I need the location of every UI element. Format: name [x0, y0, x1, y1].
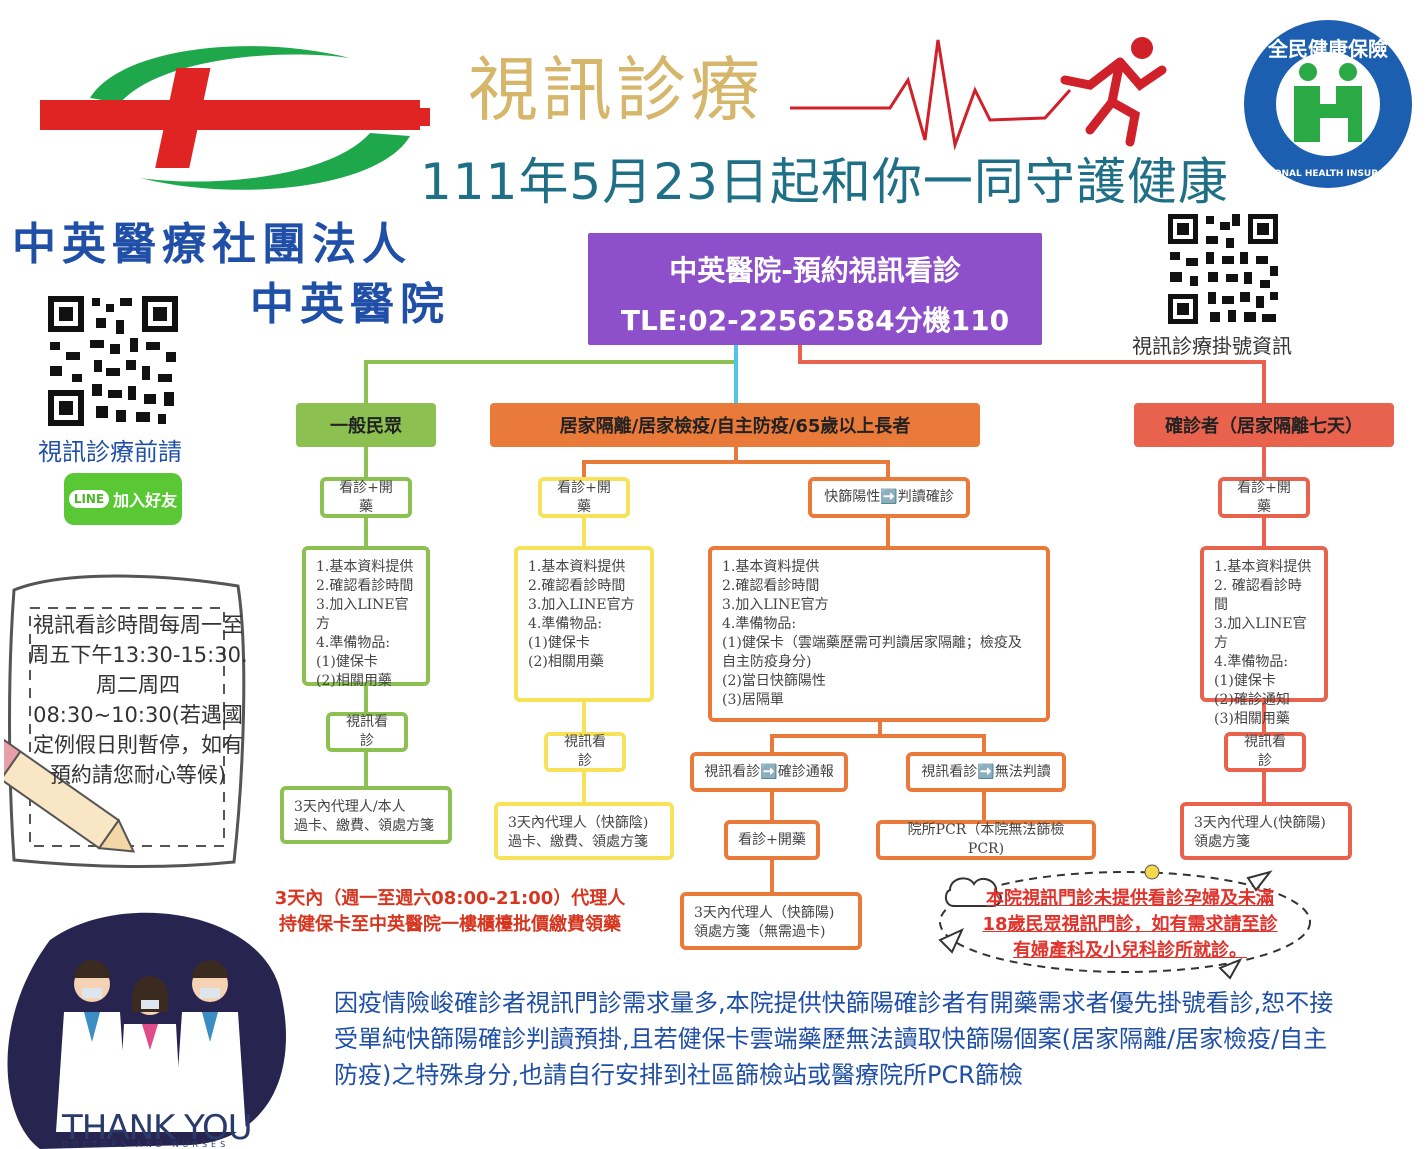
category-quarantine: 居家隔離/居家檢疫/自主防疫/65歲以上長者 — [490, 403, 980, 447]
proxy-note: 3天內（週一至週六08:00-21:00）代理人 持健保卡至中英醫院一樓櫃檯批價… — [250, 886, 650, 938]
proxy-note-l1: 3天內（週一至週六08:00-21:00）代理人 — [274, 888, 626, 909]
rapid-branch-a: 視訊看診➡️確診通報 — [690, 752, 848, 792]
booking-phone[interactable]: TLE:02-22562584分機110 — [620, 304, 1010, 337]
pregnancy-note-l2: 18歲民眾視訊門診，如有需求請至診 — [982, 914, 1278, 935]
hours-note-paper — [4, 574, 246, 868]
doctors-illustration — [7, 912, 286, 1149]
rapid-branch-a3: 3天內代理人（快篩陽) 領處方箋（無需過卡) — [680, 892, 862, 950]
pregnancy-note-l3: 有婦產科及小兒科診所就診。 — [1013, 940, 1247, 961]
thank-you-subtext: DOCTORS AND NURSES — [62, 1140, 230, 1149]
rapid-branch-a3-l2: 領處方箋（無需過卡) — [694, 924, 826, 940]
rapid-branch-a3-l1: 3天內代理人（快篩陽) — [694, 905, 835, 921]
general-item: 2.確認看診時間 — [316, 578, 414, 594]
heartbeat-runner-icon — [790, 37, 1167, 151]
quarantine-items: 1.基本資料提供 2.確認看診時間 3.加入LINE官方 4.準備物品: (1)… — [514, 546, 654, 702]
general-item: 3.加入LINE官方 — [316, 597, 409, 632]
general-step3-l1: 3天內代理人/本人 — [294, 799, 406, 815]
pregnancy-note-l1: 本院視訊門診未提供看診孕婦及未滿 — [986, 888, 1274, 909]
rapid-item: 2.確認看診時間 — [722, 578, 820, 594]
general-step1: 看診+開藥 — [320, 477, 412, 518]
paper-plane-icon — [1246, 870, 1273, 892]
confirmed-item: 1.基本資料提供 — [1214, 559, 1312, 575]
rapid-item: (3)居隔單 — [722, 692, 784, 708]
quarantine-item: (1)健保卡 — [528, 635, 590, 651]
qr-code-left[interactable] — [46, 294, 180, 428]
general-item: (2)相關用藥 — [316, 673, 392, 689]
qr-label-right: 視訊診療掛號資訊 — [1132, 334, 1292, 358]
quarantine-item: 3.加入LINE官方 — [528, 597, 635, 613]
pencil-icon — [4, 738, 136, 853]
category-confirmed: 確診者（居家隔離七天） — [1134, 403, 1394, 447]
confirmed-item: (1)健保卡 — [1214, 673, 1276, 689]
rapid-branch-b2: 院所PCR（本院無法篩檢PCR) — [876, 820, 1096, 860]
confirmed-step3-l1: 3天內代理人(快篩陽) — [1194, 815, 1326, 831]
general-item: 1.基本資料提供 — [316, 559, 414, 575]
hospital-logo — [40, 46, 430, 190]
quarantine-step3-l2: 過卡、繳費、領處方箋 — [508, 834, 648, 850]
dashed-cloud-border — [938, 864, 1311, 980]
thank-you-text: THANK YOU — [62, 1108, 253, 1148]
nhi-logo: 全民健康保險 NATIONAL HEALTH INSURANCE — [1244, 20, 1412, 188]
confirmed-step1: 看診+開藥 — [1218, 477, 1310, 518]
doctor-left — [56, 960, 128, 1132]
rapid-step1: 快篩陽性➡️判讀確診 — [808, 477, 970, 518]
confirmed-step3: 3天內代理人(快篩陽) 領處方箋 — [1180, 802, 1352, 860]
general-item: (1)健保卡 — [316, 654, 378, 670]
confirmed-item: 4.準備物品: — [1214, 654, 1289, 670]
bottom-notice: 因疫情險峻確診者視訊門診需求量多,本院提供快篩陽確診者有開藥需求者優先掛號看診,… — [334, 989, 1334, 1089]
sun-icon — [1144, 864, 1160, 880]
main-title: 視訊診療 — [468, 49, 764, 131]
rapid-items: 1.基本資料提供 2.確認看診時間 3.加入LINE官方 4.準備物品: (1)… — [708, 546, 1050, 722]
confirmed-item: (3)相關用藥 — [1214, 711, 1290, 727]
confirmed-step2: 視訊看診 — [1224, 732, 1306, 772]
svg-text:NATIONAL HEALTH INSURANCE: NATIONAL HEALTH INSURANCE — [1251, 169, 1406, 179]
rapid-item: (2)當日快篩陽性 — [722, 673, 826, 689]
category-general: 一般民眾 — [296, 403, 436, 447]
rapid-branch-b: 視訊看診➡️無法判讀 — [906, 752, 1066, 792]
rapid-item: 1.基本資料提供 — [722, 559, 820, 575]
rapid-item: 4.準備物品: — [722, 616, 797, 632]
line-icon: LINE — [68, 490, 110, 508]
general-step2: 視訊看診 — [326, 712, 408, 752]
line-add-friend-button[interactable]: LINE 加入好友 — [64, 473, 182, 525]
quarantine-step2: 視訊看診 — [544, 732, 626, 772]
paper-plane-icon — [1218, 958, 1243, 980]
pregnancy-note: 本院視訊門診未提供看診孕婦及未滿 18歲民眾視訊門診，如有需求請至診 有婦產科及… — [965, 886, 1295, 964]
rapid-item: 自主防疫身分) — [722, 654, 812, 670]
confirmed-item: 2. 確認看診時間 — [1214, 578, 1302, 613]
line-button-label: 加入好友 — [113, 491, 178, 510]
paper-plane-icon — [938, 927, 965, 954]
qr-label-left: 視訊診療前請 — [38, 438, 182, 466]
booking-title: 中英醫院-預約視訊看診 — [669, 254, 961, 287]
confirmed-item: 3.加入LINE官方 — [1214, 616, 1307, 651]
confirmed-items: 1.基本資料提供 2. 確認看診時間 3.加入LINE官方 4.準備物品: (1… — [1200, 546, 1328, 727]
confirmed-item: (2)確診通知 — [1214, 692, 1290, 708]
general-step3-l2: 過卡、繳費、領處方箋 — [294, 818, 434, 834]
nurse-middle — [118, 976, 182, 1132]
subtitle: 111年5月23日起和你一同守護健康 — [420, 153, 1229, 211]
quarantine-step1: 看診+開藥 — [538, 477, 630, 518]
qr-code-right[interactable] — [1166, 212, 1280, 326]
quarantine-step3-l1: 3天內代理人（快篩陰) — [508, 815, 649, 831]
quarantine-item: 4.準備物品: — [528, 616, 603, 632]
booking-box: 中英醫院-預約視訊看診 TLE:02-22562584分機110 — [588, 233, 1042, 345]
proxy-note-l2: 持健保卡至中英醫院一樓櫃檯批價繳費領藥 — [279, 914, 621, 935]
rapid-item: 3.加入LINE官方 — [722, 597, 829, 613]
confirmed-step3-l2: 領處方箋 — [1194, 834, 1250, 850]
quarantine-step3: 3天內代理人（快篩陰) 過卡、繳費、領處方箋 — [494, 802, 674, 860]
hospital-name: 中英醫院 — [250, 279, 450, 330]
doctor-right — [174, 960, 246, 1132]
general-items: 1.基本資料提供 2.確認看診時間 3.加入LINE官方 4.準備物品: (1)… — [302, 546, 430, 689]
general-step3: 3天內代理人/本人 過卡、繳費、領處方箋 — [280, 786, 452, 844]
quarantine-item: 1.基本資料提供 — [528, 559, 626, 575]
rapid-branch-a2: 看診+開藥 — [724, 820, 820, 860]
org-name: 中英醫療社團法人 — [12, 219, 412, 270]
quarantine-item: 2.確認看診時間 — [528, 578, 626, 594]
quarantine-item: (2)相關用藥 — [528, 654, 604, 670]
general-item: 4.準備物品: — [316, 635, 391, 651]
svg-text:全民健康保險: 全民健康保險 — [1267, 37, 1388, 61]
hours-note-text: 視訊看診時間每周一至周五下午13:30-15:30.周二周四08:30~10:3… — [28, 613, 248, 787]
rapid-item: (1)健保卡（雲端藥歷需可判讀居家隔離；檢疫及 — [722, 635, 1022, 651]
